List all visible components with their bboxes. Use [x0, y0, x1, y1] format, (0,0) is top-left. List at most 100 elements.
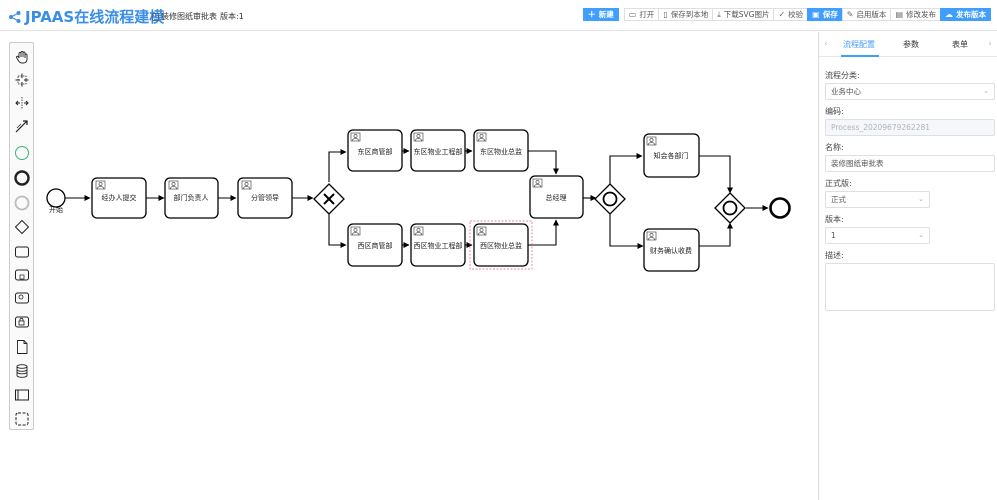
bpmn-canvas[interactable]: 开始 经办人提交 部门负责人 分管领导 东区商管部 东区物业工程部 东区物业总监: [0, 32, 818, 500]
category-value: 业务中心: [831, 87, 861, 96]
task-submit[interactable]: 经办人提交: [91, 177, 147, 219]
flow-finance-gw3: [699, 222, 733, 247]
user-icon: [532, 178, 543, 188]
enable-version-button[interactable]: ✎启用版本: [841, 8, 892, 21]
description-label: 描述:: [825, 251, 844, 260]
task-notify-departments[interactable]: 知会各部门: [643, 133, 700, 178]
user-icon: [413, 132, 424, 142]
end-event[interactable]: [769, 197, 791, 219]
data-store-icon[interactable]: [10, 360, 33, 382]
start-event-label: 开始: [49, 205, 63, 214]
version-label: 版本:: [825, 215, 844, 224]
official-select[interactable]: 正式 ⌄: [825, 191, 930, 208]
flow-w3-gm: [528, 219, 559, 246]
intermediate-event-icon[interactable]: [10, 192, 33, 214]
official-value: 正式: [831, 195, 846, 204]
flow-gw1-e1: [328, 149, 347, 182]
user-icon: [95, 180, 106, 190]
header-bar: JPAAS在线流程建模 装修图纸审批表 版本:1 ＋新建 ▭打开 ▯保存到本地 …: [0, 0, 997, 31]
cloud-upload-icon: ☁: [945, 10, 953, 19]
user-icon: [476, 226, 487, 236]
description-textarea[interactable]: [825, 263, 995, 311]
user-icon: [241, 180, 252, 190]
group-icon[interactable]: [10, 408, 33, 430]
start-event[interactable]: 开始: [46, 188, 66, 214]
code-label: 编码:: [825, 107, 844, 116]
service-task-icon[interactable]: [10, 311, 33, 333]
task-icon[interactable]: [10, 241, 33, 263]
version-select[interactable]: 1 ⌄: [825, 227, 930, 244]
inclusive-gateway-split[interactable]: [594, 183, 626, 215]
name-label: 名称:: [825, 143, 844, 152]
validate-button[interactable]: ✓校验: [773, 8, 809, 21]
task-dept-head[interactable]: 部门负责人: [164, 177, 219, 219]
exclusive-gateway[interactable]: [313, 183, 345, 215]
task-west-mgmt[interactable]: 西区商管部: [347, 223, 403, 267]
code-field: Process_20209679262281: [825, 119, 995, 136]
category-select[interactable]: 业务中心 ⌄: [825, 83, 995, 100]
name-value: 装修图纸审批表: [831, 159, 884, 168]
hand-tool-icon[interactable]: [10, 46, 33, 68]
user-icon: [646, 136, 657, 146]
download-icon: ⤓: [717, 9, 721, 19]
app-logo: JPAAS在线流程建模: [8, 6, 164, 27]
official-label: 正式版:: [825, 179, 852, 188]
task-label: 西区物业工程部: [414, 241, 463, 250]
tab-form[interactable]: 表单: [952, 39, 968, 49]
flow-notify-gw3: [699, 155, 733, 194]
inclusive-gateway-join[interactable]: [714, 192, 746, 224]
tab-scroll-left-icon[interactable]: ‹: [824, 39, 828, 49]
task-label: 东区商管部: [358, 147, 393, 156]
task-east-engineering[interactable]: 东区物业工程部: [410, 129, 466, 172]
task-label: 西区商管部: [358, 241, 393, 250]
connect-tool-icon[interactable]: [10, 115, 33, 137]
user-icon: [350, 226, 361, 236]
subprocess-icon[interactable]: [10, 264, 33, 286]
task-east-director[interactable]: 东区物业总监: [473, 129, 529, 172]
category-label: 流程分类:: [825, 71, 860, 80]
download-svg-button[interactable]: ⤓下载SVG图片: [712, 8, 775, 21]
user-task-icon[interactable]: [10, 287, 33, 309]
task-general-manager[interactable]: 总经理: [529, 175, 584, 219]
user-icon: [476, 132, 487, 142]
pool-icon[interactable]: [10, 384, 33, 406]
new-button[interactable]: ＋新建: [582, 8, 619, 21]
lasso-tool-icon[interactable]: [10, 69, 33, 91]
save-button[interactable]: ▣保存: [807, 8, 843, 21]
properties-panel: ‹ 流程配置 参数 表单 › 流程分类: 业务中心 ⌄ 编码: Process_…: [818, 32, 997, 500]
open-button[interactable]: ▭打开: [623, 8, 660, 21]
task-label: 知会各部门: [654, 151, 689, 160]
check-icon: ✓: [778, 10, 786, 19]
space-tool-icon[interactable]: [10, 92, 33, 114]
task-west-director[interactable]: 西区物业总监: [469, 220, 533, 270]
version-value: 1: [831, 231, 836, 240]
task-east-mgmt[interactable]: 东区商管部: [347, 129, 403, 172]
task-leader[interactable]: 分管领导: [237, 177, 293, 219]
end-event-icon[interactable]: [10, 167, 33, 189]
chevron-down-icon: ⌄: [918, 195, 924, 203]
tab-scroll-right-icon[interactable]: ›: [988, 39, 992, 49]
chevron-down-icon: ⌄: [918, 231, 924, 239]
task-label: 经办人提交: [102, 193, 137, 202]
task-label: 西区物业总监: [480, 241, 522, 250]
user-icon: [413, 226, 424, 236]
tab-process-config[interactable]: 流程配置: [843, 39, 875, 49]
name-field[interactable]: 装修图纸审批表: [825, 155, 995, 172]
tab-parameters[interactable]: 参数: [903, 39, 919, 49]
flow-e3-gm: [528, 150, 559, 175]
save-icon: ▣: [812, 10, 820, 19]
chevron-down-icon: ⌄: [983, 87, 989, 95]
task-label: 财务确认收费: [650, 246, 692, 255]
publish-version-button[interactable]: ☁发布版本: [940, 8, 991, 21]
save-local-button[interactable]: ▯保存到本地: [658, 8, 714, 21]
modify-publish-button[interactable]: ▤修改发布: [890, 8, 941, 21]
document-version: 版本:1: [220, 12, 244, 21]
start-event-icon[interactable]: [10, 142, 33, 164]
flow-gw2-notify: [609, 153, 643, 184]
task-finance-confirm[interactable]: 财务确认收费: [643, 228, 700, 272]
user-icon: [646, 231, 657, 241]
gateway-icon[interactable]: [10, 216, 33, 238]
task-west-engineering[interactable]: 西区物业工程部: [410, 223, 466, 267]
flow-gw1-w1: [328, 214, 347, 248]
data-object-icon[interactable]: [10, 336, 33, 358]
